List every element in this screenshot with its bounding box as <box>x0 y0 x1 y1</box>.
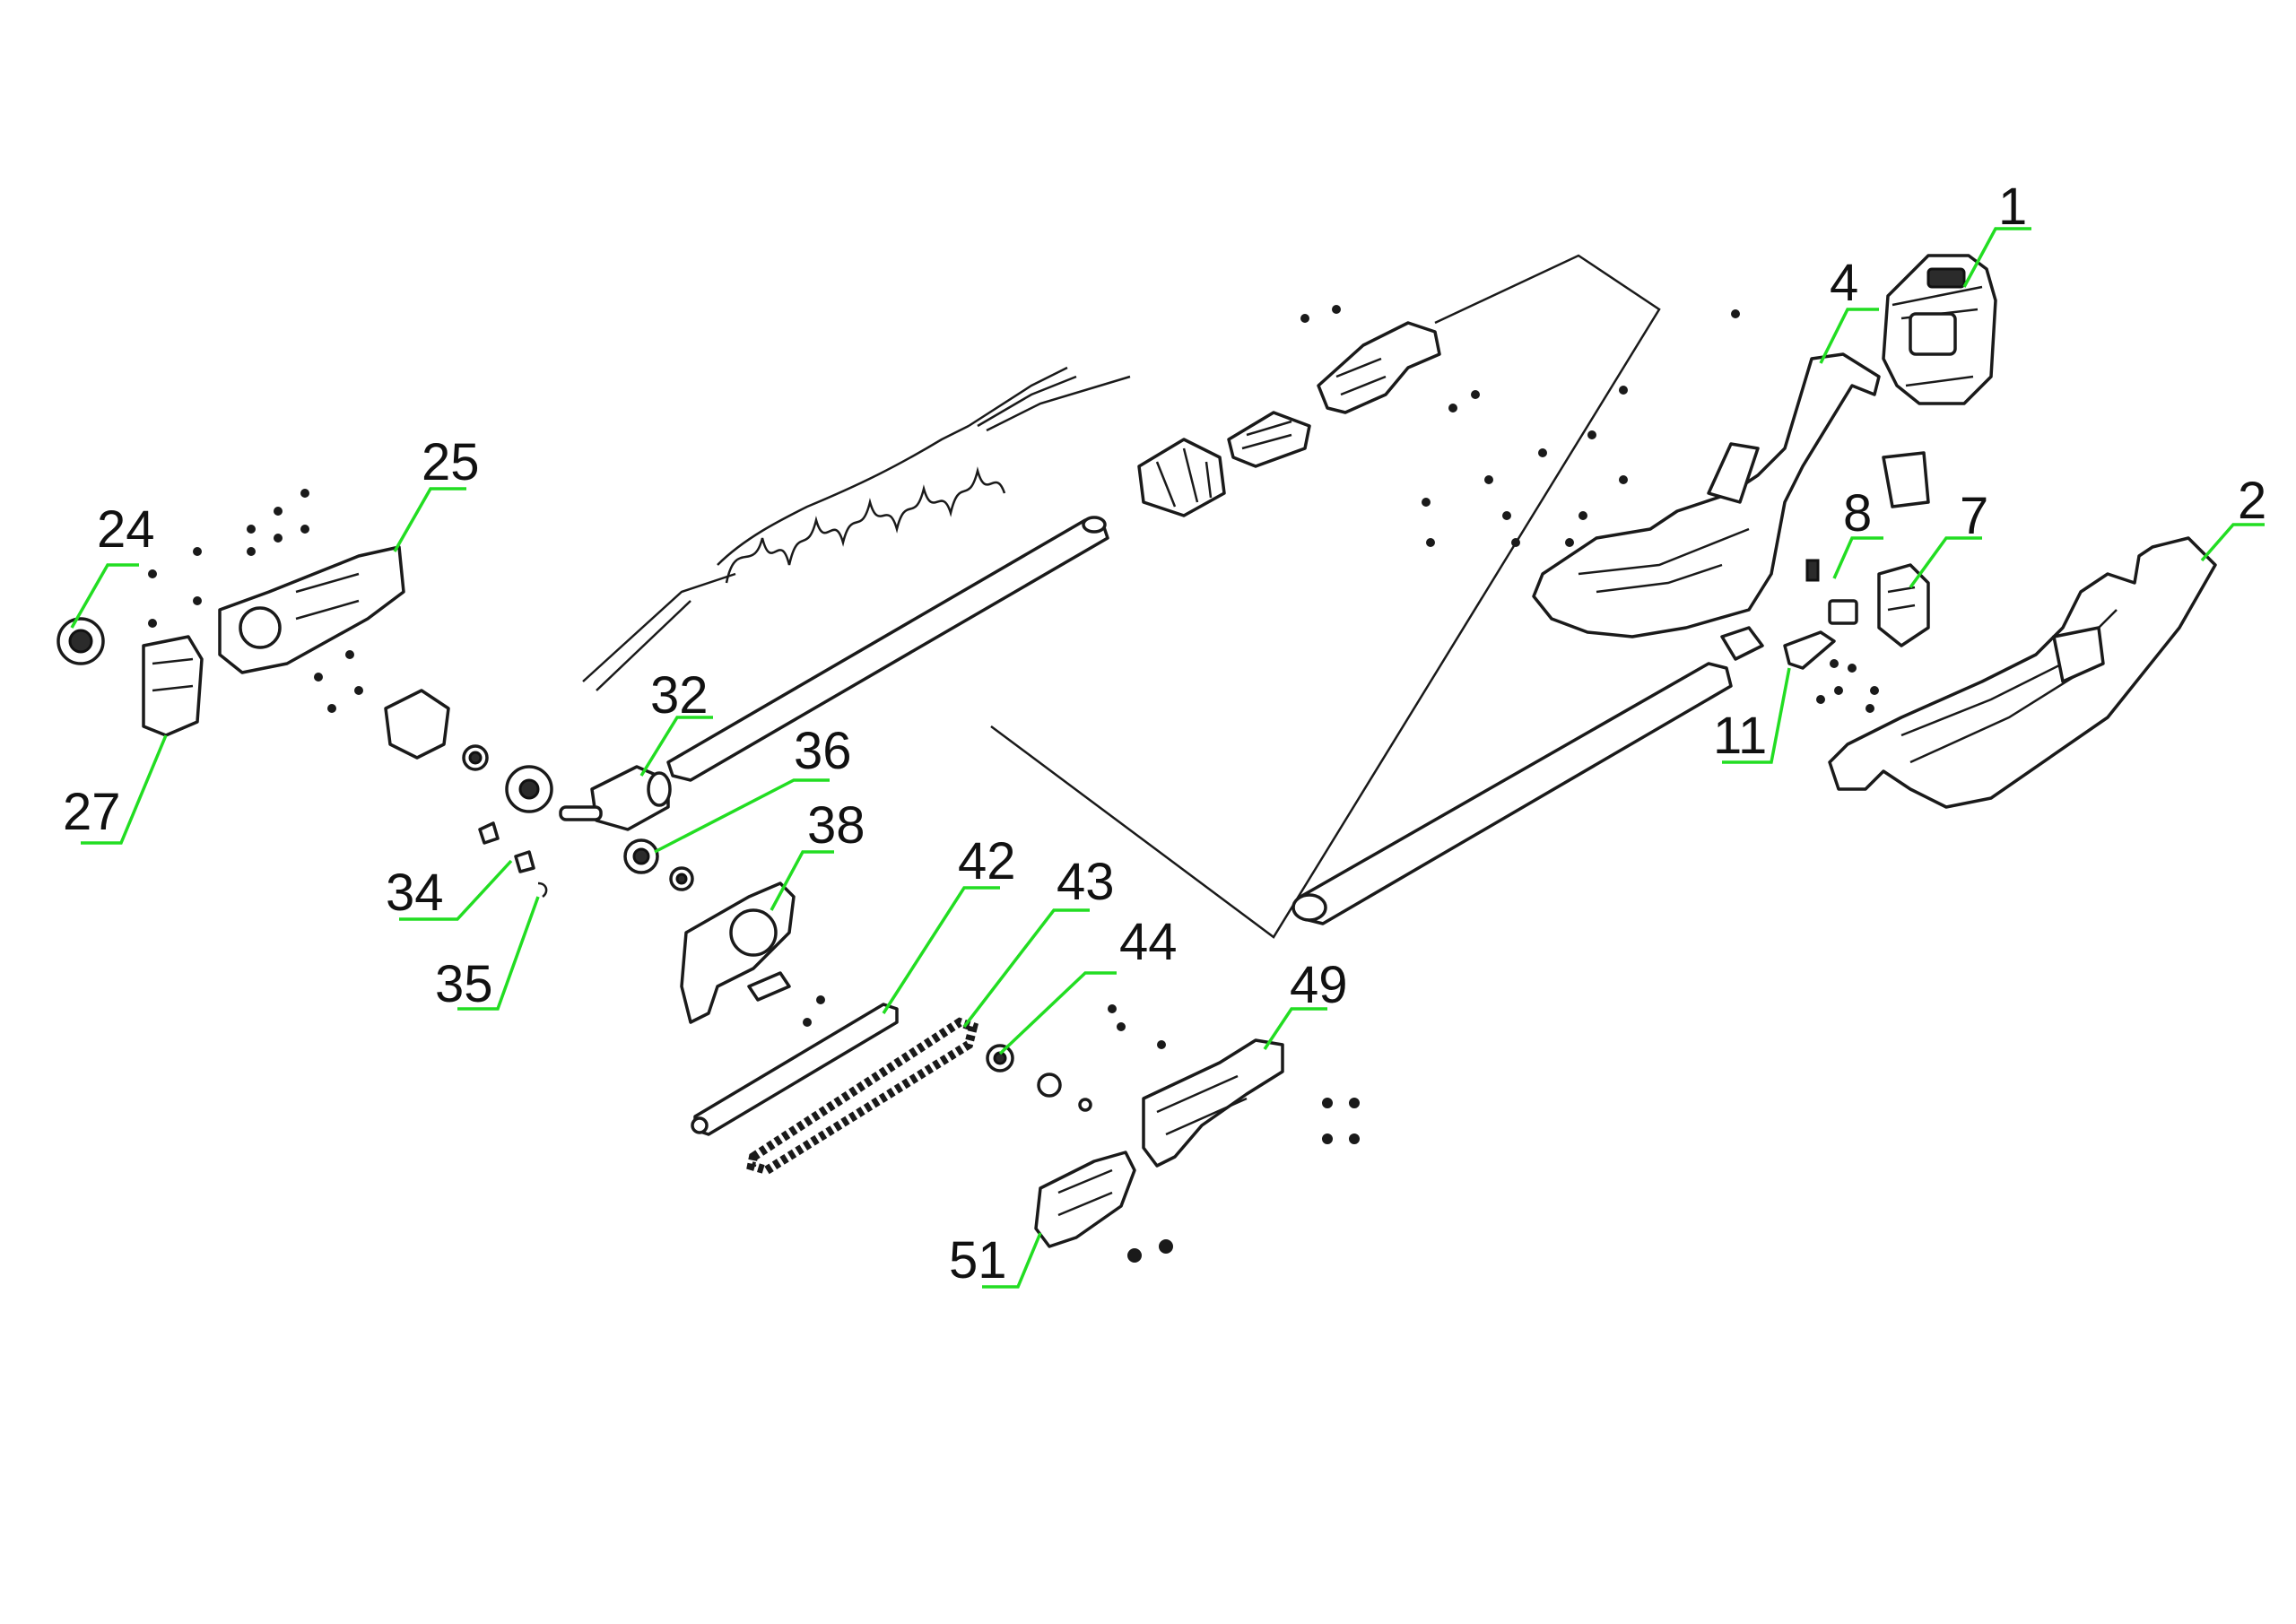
part-49-front-coupling <box>1142 1038 1284 1168</box>
callout-27: 27 <box>63 783 121 841</box>
part-drive-shaft <box>666 516 1109 782</box>
part-1-battery-pack <box>1882 254 1997 405</box>
callout-labels: 1 2 4 7 8 11 24 25 27 32 34 35 36 38 42 … <box>63 178 2266 1290</box>
callout-7: 7 <box>1960 487 1988 545</box>
screw-set <box>148 305 1879 1263</box>
part-controller-board <box>1882 451 1930 508</box>
part-coiled-cable <box>582 366 1131 691</box>
part-43-saw-chain <box>746 1017 978 1176</box>
part-washer <box>669 866 694 891</box>
part-8-switch <box>1805 559 1858 625</box>
callout-11: 11 <box>1713 707 1767 765</box>
part-pole-connector <box>1317 321 1441 414</box>
callout-38: 38 <box>807 796 865 855</box>
part-24-cap <box>57 617 105 665</box>
part-gear-cover <box>384 689 450 760</box>
part-4-rear-handle-shell <box>1532 352 1881 638</box>
part-34-spring-clip <box>478 821 535 873</box>
part-pole-tube <box>1292 662 1733 925</box>
part-44-sprocket <box>986 1044 1014 1073</box>
callout-32: 32 <box>650 666 709 725</box>
part-38-chain-housing <box>680 881 796 1024</box>
part-washer-2 <box>1037 1073 1092 1112</box>
part-gear-wheel <box>505 765 553 813</box>
part-coupling-nut <box>1137 438 1226 517</box>
part-sleeve <box>1227 411 1311 468</box>
callout-49: 49 <box>1290 956 1348 1014</box>
part-25-gear-housing <box>218 545 405 674</box>
part-42-guide-bar <box>691 1003 899 1136</box>
callout-1: 1 <box>1998 178 2027 236</box>
callout-43: 43 <box>1057 853 1115 911</box>
part-35-pin <box>537 881 548 899</box>
callout-51: 51 <box>949 1231 1007 1290</box>
part-51-sprocket-cover <box>1034 1151 1136 1248</box>
callout-42: 42 <box>958 832 1016 890</box>
pole-assembly-outline <box>990 254 1661 939</box>
callout-2: 2 <box>2238 472 2266 530</box>
callout-24: 24 <box>97 500 155 559</box>
part-7-switch-module <box>1877 563 1930 647</box>
callout-25: 25 <box>422 433 480 491</box>
callout-44: 44 <box>1119 913 1178 971</box>
callout-34: 34 <box>386 864 444 922</box>
part-bearing-1 <box>462 744 489 771</box>
part-32-motor <box>559 765 672 831</box>
callout-35: 35 <box>435 955 493 1013</box>
part-27-end-cover <box>142 635 204 737</box>
part-2-handle-grip <box>1828 536 2217 809</box>
callout-leaders <box>70 227 2265 1289</box>
part-11-trigger <box>1720 626 1836 670</box>
callout-8: 8 <box>1843 484 1872 543</box>
part-36-bearing <box>623 838 659 874</box>
callout-36: 36 <box>794 722 852 780</box>
callout-4: 4 <box>1830 254 1858 312</box>
